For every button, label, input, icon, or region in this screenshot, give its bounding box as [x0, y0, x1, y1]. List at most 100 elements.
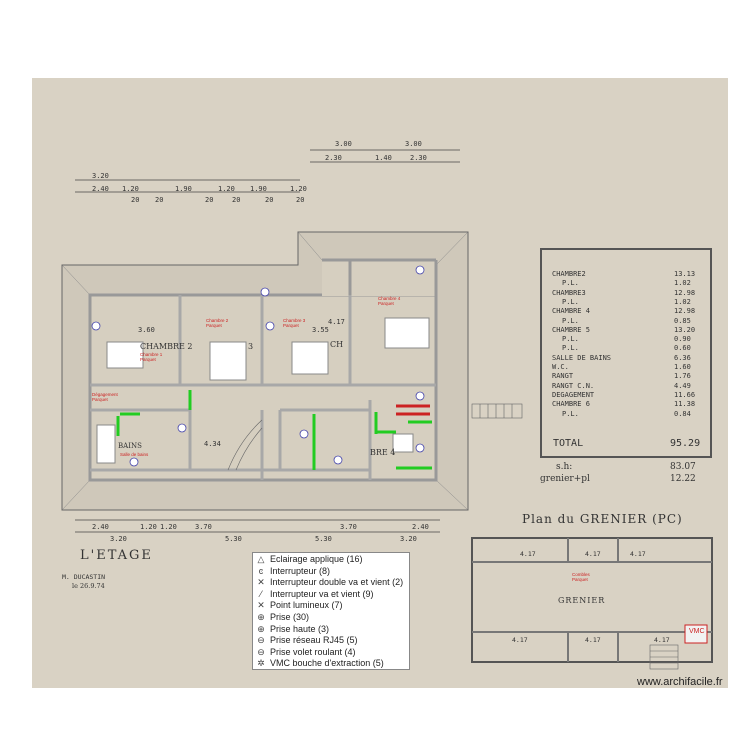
room-label-3: 3 — [248, 342, 254, 351]
red-label-chambre-4: Chambre 4 Parquet — [378, 296, 401, 306]
symbol-legend: △ Eclairage applique (16) ͼ Interrupteur (8… — [252, 552, 410, 670]
dim-bot-3: 1.20 — [160, 523, 177, 531]
double-two-way-switch-icon: ✕ — [257, 577, 265, 588]
legend-item: ͼ Interrupteur (8) — [255, 566, 407, 578]
dim-small-4: 20 — [232, 196, 241, 204]
legend-item: ⊖Prise volet roulant (4) — [255, 647, 407, 659]
room-dim-4: 4.34 — [204, 440, 221, 448]
legend-item-label: Interrupteur double va et vient (2) — [270, 577, 404, 588]
legend-item-label: Prise (30) — [270, 611, 310, 622]
room-dim-1: 4.17 — [328, 318, 345, 326]
area-row-label: CHAMBRE 6 — [552, 400, 590, 409]
room-dim-3: 3.55 — [312, 326, 329, 334]
attic-dim-5: 4.17 — [585, 636, 601, 644]
legend-item-label: Interrupteur (8) — [270, 565, 331, 576]
area-row-value: 13.13 — [674, 270, 696, 278]
area-row-value: 0.85 — [674, 316, 691, 325]
red-label-sdb: Salle de bains — [120, 452, 149, 457]
dim-bot-7: 3.20 — [110, 535, 127, 543]
area-row-label: SALLE DE BAINS — [552, 353, 612, 362]
wall-light-icon: △ — [257, 554, 265, 564]
total-value: 95.29 — [670, 438, 701, 449]
area-row-value: 0.84 — [674, 409, 691, 418]
attic-dim-1: 4.17 — [520, 550, 536, 558]
legend-item: ⊕ Prise haute (3) — [255, 624, 407, 636]
area-row-label: CHAMBRE2 — [552, 270, 586, 278]
area-row-value: 1.76 — [674, 372, 691, 381]
red-label-chambre-1: Chambre 1 Parquet — [140, 352, 163, 362]
dim-bot-8: 5.30 — [225, 535, 242, 543]
dim-top-4: 1.40 — [375, 154, 392, 162]
switch-icon: ͼ — [258, 565, 264, 576]
area-table — [540, 248, 712, 458]
area-row-value: 1.02 — [674, 279, 691, 288]
area-row-value: 13.20 — [674, 325, 696, 334]
floor-title: L'ETAGE — [80, 548, 153, 563]
legend-item: ⁄Interrupteur va et vient (9) — [255, 589, 407, 601]
area-row-value: 0.60 — [674, 344, 691, 353]
area-row-value: 4.49 — [674, 381, 691, 390]
watermark-link[interactable]: www.archifacile.fr — [637, 676, 723, 688]
grenier-label: grenier+pl — [540, 474, 590, 484]
attic-dim-6: 4.17 — [654, 636, 670, 644]
dim-small-6: 20 — [296, 196, 305, 204]
legend-item-label: Prise réseau RJ45 (5) — [270, 635, 358, 646]
area-row-label: CHAMBRE3 — [552, 288, 586, 297]
dim-bot-1: 2.40 — [92, 523, 109, 531]
dim-top-2: 3.00 — [405, 140, 422, 148]
room-label-chambre-2: CHAMBRE 2 — [140, 342, 193, 351]
attic-dim-3: 4.17 — [630, 550, 646, 558]
red-label-combles: Combles Parquet — [572, 572, 590, 582]
attic-title: Plan du GRENIER (PC) — [522, 512, 683, 526]
dim-top-1: 3.00 — [335, 140, 352, 148]
area-row-value: 6.36 — [674, 353, 691, 362]
legend-item: ✲ VMC bouche d'extraction (5) — [255, 658, 407, 670]
area-row-value: 0.90 — [674, 335, 691, 344]
room-label-bains: BAINS — [118, 442, 142, 450]
area-row-label: W.C. — [552, 363, 569, 371]
high-socket-icon: ⊕ — [257, 623, 265, 634]
dim-bot-6: 2.40 — [412, 523, 429, 531]
grenier-value: 12.22 — [670, 474, 696, 484]
area-row-value: 11.66 — [674, 390, 696, 399]
dim-top-7: 2.40 — [92, 185, 109, 193]
dim-bot-4: 3.70 — [195, 523, 212, 531]
legend-item: ⊕ Prise (30) — [255, 612, 407, 624]
legend-item-label: Eclairage applique (16) — [270, 554, 363, 564]
legend-item-label: Prise haute (3) — [270, 623, 330, 634]
ceiling-light-icon: ✕ — [257, 600, 265, 611]
legend-item-label: Prise volet roulant (4) — [270, 646, 356, 657]
dim-top-12: 1.20 — [290, 185, 307, 193]
room-label-ch: CH — [330, 340, 344, 349]
attic-room-label: GRENIER — [558, 596, 606, 605]
dim-top-9: 1.90 — [175, 185, 192, 193]
room-dim-2: 3.60 — [138, 326, 155, 334]
legend-item: ✕Point lumineux (7) — [255, 600, 407, 612]
date-label: le 26.9.74 — [72, 582, 105, 590]
sh-value: 83.07 — [670, 462, 696, 472]
dim-small-1: 20 — [131, 196, 140, 204]
total-label: TOTAL — [553, 438, 584, 449]
vmc-extraction-icon: ✲ — [257, 658, 265, 669]
area-row-value: 11.38 — [674, 400, 696, 409]
area-row-label: P.L. — [562, 335, 579, 344]
area-row-value: 12.98 — [674, 288, 696, 297]
dim-small-5: 20 — [265, 196, 274, 204]
legend-item-label: Interrupteur va et vient (9) — [270, 588, 374, 599]
area-row-label: P.L. — [562, 279, 579, 288]
attic-dim-4: 4.17 — [512, 636, 528, 644]
room-label-bre-4: BRE 4 — [370, 448, 396, 457]
area-row-label: P.L. — [562, 409, 579, 418]
area-row-label: P.L. — [562, 297, 579, 306]
red-label-chambre-3: Chambre 3 Parquet — [283, 318, 306, 328]
red-label-degagement: Dégagement Parquet — [92, 392, 118, 402]
area-row-value: 1.60 — [674, 363, 691, 371]
vmc-label: VMC — [689, 628, 705, 635]
attic-dim-2: 4.17 — [585, 550, 601, 558]
socket-icon: ⊕ — [257, 611, 265, 622]
rj45-socket-icon: ⊖ — [257, 635, 265, 646]
area-row-label: P.L. — [562, 344, 579, 353]
legend-item-label: VMC bouche d'extraction (5) — [270, 658, 384, 669]
area-row-label: CHAMBRE 4 — [552, 307, 590, 316]
